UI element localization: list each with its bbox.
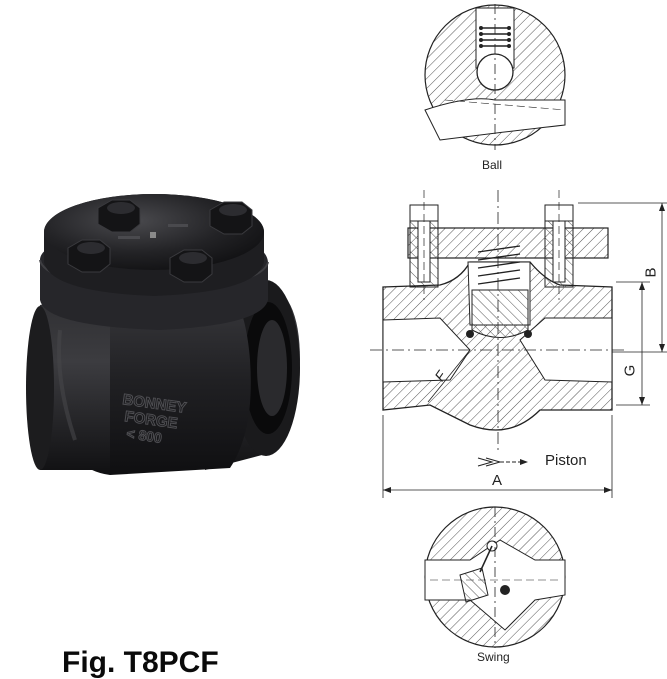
dimension-g-label: G xyxy=(621,364,639,377)
photo-embossed-text: BONNEY FORGE < 800 xyxy=(121,391,188,447)
ball-label: Ball xyxy=(482,158,503,172)
piston-label: Piston xyxy=(545,452,587,469)
photo-marking: < 800 xyxy=(126,425,164,446)
swing-label: Swing xyxy=(477,650,510,664)
valve-photo xyxy=(26,194,300,475)
ball-detail xyxy=(424,4,566,150)
figure-title: Fig. T8PCF xyxy=(62,646,219,679)
piston-section-drawing xyxy=(370,190,667,498)
swing-detail xyxy=(424,506,566,648)
dimension-a-label: A xyxy=(492,472,503,489)
dimension-b-label: B xyxy=(642,267,660,278)
